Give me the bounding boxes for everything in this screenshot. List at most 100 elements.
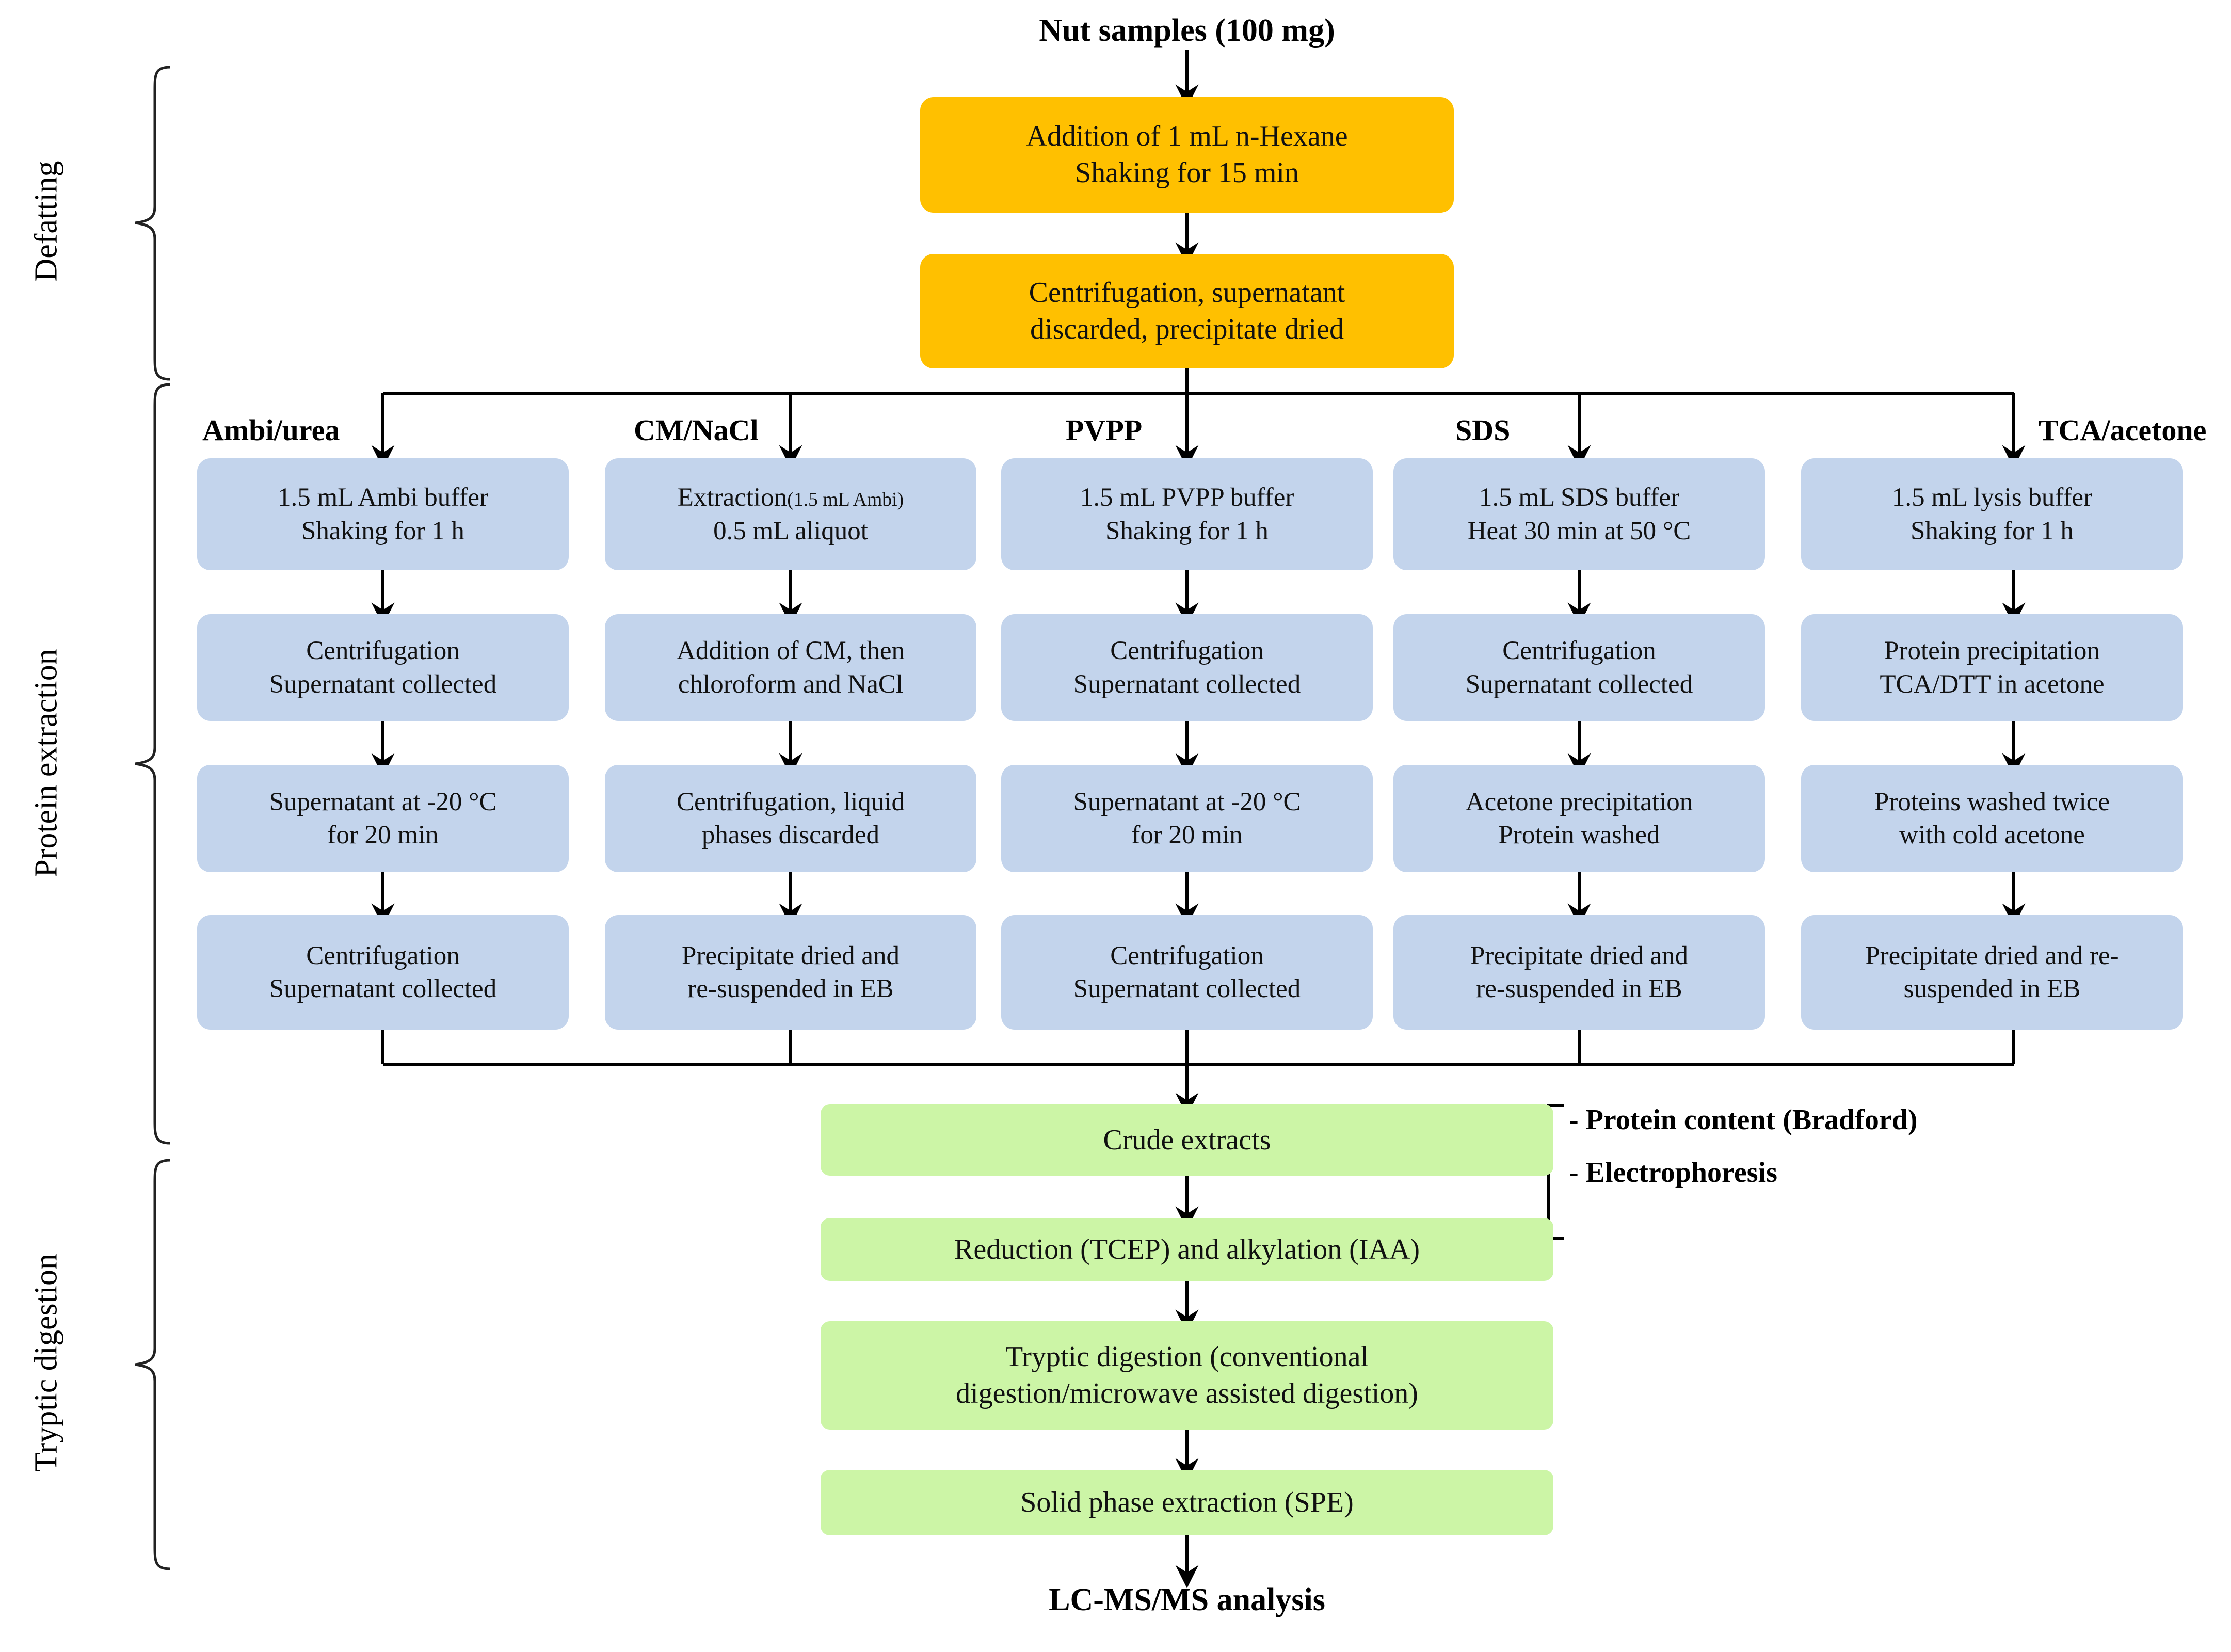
step-pvpp-4-text: Centrifugation Supernatant collected: [1006, 939, 1368, 1006]
step-tryptic-digestion-line1: Tryptic digestion (conventional: [1005, 1341, 1369, 1373]
step-defatting-1-text: Addition of 1 mL n-Hexane Shaking for 15…: [925, 118, 1449, 191]
step-ambi-urea-4-line1: Centrifugation: [306, 941, 460, 970]
step-tca-acetone-3-line1: Proteins washed twice: [1874, 787, 2110, 816]
step-cm-nacl-4[interactable]: Precipitate dried and re-suspended in EB: [605, 915, 976, 1030]
step-defatting-1-line1: Addition of 1 mL n-Hexane: [1026, 120, 1348, 153]
step-cm-nacl-4-line1: Precipitate dried and: [682, 941, 900, 970]
step-cm-nacl-1[interactable]: Extraction(1.5 mL Ambi) 0.5 mL aliquot: [605, 458, 976, 570]
step-pvpp-3-line2: for 20 min: [1131, 821, 1243, 849]
step-pvpp-3-line1: Supernatant at -20 °C: [1073, 787, 1301, 816]
step-sds-4-text: Precipitate dried and re-suspended in EB: [1399, 939, 1760, 1006]
step-cm-nacl-3-line1: Centrifugation, liquid: [677, 787, 905, 816]
step-reduction-alkylation[interactable]: Reduction (TCEP) and alkylation (IAA): [821, 1218, 1553, 1281]
step-crude-extracts-text: Crude extracts: [826, 1122, 1548, 1159]
step-sds-2-line1: Centrifugation: [1502, 636, 1656, 666]
step-pvpp-2-line1: Centrifugation: [1110, 636, 1264, 666]
column-header-tca-acetone: TCA/acetone: [2039, 413, 2206, 447]
step-sds-3[interactable]: Acetone precipitation Protein washed: [1393, 765, 1765, 872]
step-tca-acetone-1-text: 1.5 mL lysis buffer Shaking for 1 h: [1806, 481, 2178, 548]
step-sds-2[interactable]: Centrifugation Supernatant collected: [1393, 614, 1765, 721]
step-ambi-urea-1[interactable]: 1.5 mL Ambi buffer Shaking for 1 h: [197, 458, 569, 570]
step-solid-phase-extraction[interactable]: Solid phase extraction (SPE): [821, 1470, 1553, 1535]
step-pvpp-3[interactable]: Supernatant at -20 °C for 20 min: [1001, 765, 1373, 872]
step-cm-nacl-1-line2: 0.5 mL aliquot: [713, 516, 868, 546]
step-ambi-urea-1-text: 1.5 mL Ambi buffer Shaking for 1 h: [202, 481, 564, 548]
step-ambi-urea-3-line1: Supernatant at -20 °C: [269, 787, 497, 816]
step-sds-1-line2: Heat 30 min at 50 °C: [1467, 516, 1691, 546]
step-sds-3-line1: Acetone precipitation: [1465, 787, 1693, 816]
step-solid-phase-extraction-text: Solid phase extraction (SPE): [826, 1484, 1548, 1521]
step-tca-acetone-3[interactable]: Proteins washed twice with cold acetone: [1801, 765, 2183, 872]
step-defatting-2[interactable]: Centrifugation, supernatant discarded, p…: [920, 254, 1454, 368]
step-tca-acetone-2-line1: Protein precipitation: [1884, 636, 2100, 666]
step-sds-3-line2: Protein washed: [1498, 821, 1660, 849]
step-cm-nacl-2[interactable]: Addition of CM, then chloroform and NaCl: [605, 614, 976, 721]
step-ambi-urea-1-line1: 1.5 mL Ambi buffer: [278, 483, 488, 512]
step-pvpp-2[interactable]: Centrifugation Supernatant collected: [1001, 614, 1373, 721]
step-pvpp-1-text: 1.5 mL PVPP buffer Shaking for 1 h: [1006, 481, 1368, 548]
step-tca-acetone-4[interactable]: Precipitate dried and re- suspended in E…: [1801, 915, 2183, 1030]
step-sds-4[interactable]: Precipitate dried and re-suspended in EB: [1393, 915, 1765, 1030]
step-reduction-alkylation-text: Reduction (TCEP) and alkylation (IAA): [826, 1231, 1548, 1268]
step-tca-acetone-1[interactable]: 1.5 mL lysis buffer Shaking for 1 h: [1801, 458, 2183, 570]
step-cm-nacl-3-line2: phases discarded: [701, 821, 880, 849]
step-ambi-urea-2-line2: Supernatant collected: [269, 669, 497, 699]
step-ambi-urea-1-line2: Shaking for 1 h: [301, 516, 464, 546]
step-cm-nacl-1-line1: Extraction: [677, 483, 788, 512]
step-ambi-urea-3-line2: for 20 min: [327, 821, 439, 849]
analysis-note-electrophoresis: - Electrophoresis: [1569, 1156, 1777, 1189]
step-tryptic-digestion-text: Tryptic digestion (conventional digestio…: [826, 1339, 1548, 1412]
step-tryptic-digestion[interactable]: Tryptic digestion (conventional digestio…: [821, 1321, 1553, 1430]
step-cm-nacl-2-line2: chloroform and NaCl: [678, 669, 904, 699]
step-ambi-urea-2-line1: Centrifugation: [306, 636, 460, 666]
stage-label-defatting: Defatting: [28, 144, 65, 299]
step-defatting-1[interactable]: Addition of 1 mL n-Hexane Shaking for 15…: [920, 97, 1454, 213]
step-defatting-1-line2: Shaking for 15 min: [1075, 157, 1299, 189]
start-label-text: Nut samples (100 mg): [1039, 13, 1335, 48]
step-pvpp-1[interactable]: 1.5 mL PVPP buffer Shaking for 1 h: [1001, 458, 1373, 570]
column-header-ambi-urea-text: Ambi/urea: [202, 413, 340, 447]
step-pvpp-1-line2: Shaking for 1 h: [1105, 516, 1269, 546]
step-tca-acetone-2-text: Protein precipitation TCA/DTT in acetone: [1806, 634, 2178, 701]
step-cm-nacl-3-text: Centrifugation, liquid phases discarded: [610, 785, 971, 852]
stage-label-tryptic-digestion-text: Tryptic digestion: [28, 1253, 64, 1472]
step-defatting-2-line2: discarded, precipitate dried: [1030, 313, 1344, 345]
column-header-sds: SDS: [1455, 413, 1510, 447]
step-cm-nacl-2-text: Addition of CM, then chloroform and NaCl: [610, 634, 971, 701]
step-defatting-2-text: Centrifugation, supernatant discarded, p…: [925, 275, 1449, 347]
step-tca-acetone-2[interactable]: Protein precipitation TCA/DTT in acetone: [1801, 614, 2183, 721]
step-cm-nacl-1-line1-note: (1.5 mL Ambi): [787, 489, 904, 511]
step-ambi-urea-4-line2: Supernatant collected: [269, 974, 497, 1003]
step-pvpp-4[interactable]: Centrifugation Supernatant collected: [1001, 915, 1373, 1030]
analysis-note-protein-content-text: - Protein content (Bradford): [1569, 1104, 1918, 1136]
column-header-sds-text: SDS: [1455, 413, 1511, 447]
step-tca-acetone-1-line2: Shaking for 1 h: [1911, 516, 2074, 546]
step-sds-4-line2: re-suspended in EB: [1476, 974, 1682, 1003]
step-tryptic-digestion-line2: digestion/microwave assisted digestion): [956, 1377, 1418, 1409]
column-header-ambi-urea: Ambi/urea: [202, 413, 340, 447]
step-sds-1-text: 1.5 mL SDS buffer Heat 30 min at 50 °C: [1399, 481, 1760, 548]
column-header-pvpp-text: PVPP: [1066, 413, 1143, 447]
step-solid-phase-extraction-line1: Solid phase extraction (SPE): [1020, 1486, 1354, 1519]
step-tca-acetone-1-line1: 1.5 mL lysis buffer: [1891, 483, 2093, 512]
step-cm-nacl-2-line1: Addition of CM, then: [677, 636, 905, 666]
step-sds-2-text: Centrifugation Supernatant collected: [1399, 634, 1760, 701]
analysis-note-electrophoresis-text: - Electrophoresis: [1569, 1157, 1777, 1189]
step-sds-1-line1: 1.5 mL SDS buffer: [1479, 483, 1680, 512]
step-crude-extracts-line1: Crude extracts: [1103, 1124, 1271, 1156]
column-header-pvpp: PVPP: [1066, 413, 1142, 447]
stage-label-protein-extraction: Protein extraction: [28, 637, 65, 890]
analysis-note-protein-content: - Protein content (Bradford): [1569, 1103, 1918, 1136]
step-sds-1[interactable]: 1.5 mL SDS buffer Heat 30 min at 50 °C: [1393, 458, 1765, 570]
step-crude-extracts[interactable]: Crude extracts: [821, 1104, 1553, 1176]
stage-label-tryptic-digestion: Tryptic digestion: [28, 1244, 65, 1482]
step-ambi-urea-4[interactable]: Centrifugation Supernatant collected: [197, 915, 569, 1030]
step-sds-3-text: Acetone precipitation Protein washed: [1399, 785, 1760, 852]
step-ambi-urea-2-text: Centrifugation Supernatant collected: [202, 634, 564, 701]
step-cm-nacl-3[interactable]: Centrifugation, liquid phases discarded: [605, 765, 976, 872]
step-sds-4-line1: Precipitate dried and: [1470, 941, 1688, 970]
stage-label-protein-extraction-text: Protein extraction: [28, 649, 64, 877]
step-tca-acetone-4-line1: Precipitate dried and re-: [1865, 941, 2119, 970]
step-ambi-urea-3[interactable]: Supernatant at -20 °C for 20 min: [197, 765, 569, 872]
step-ambi-urea-2[interactable]: Centrifugation Supernatant collected: [197, 614, 569, 721]
